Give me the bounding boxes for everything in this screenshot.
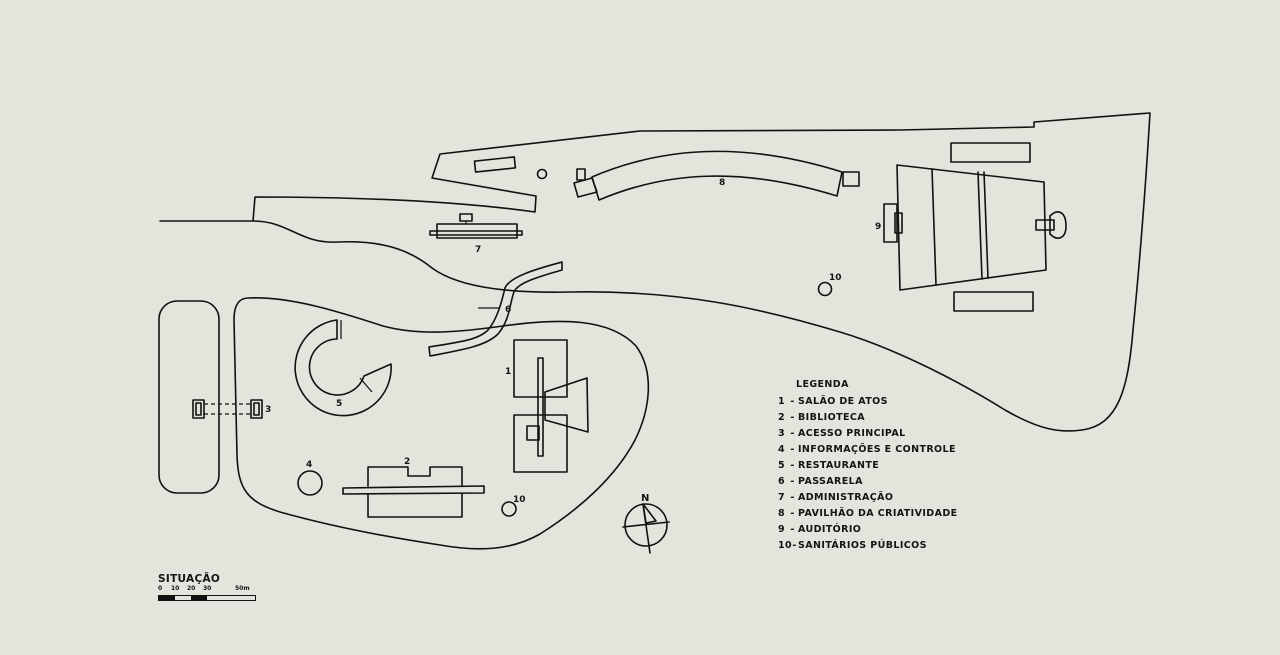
legend-label: ACESSO PRINCIPAL [798,428,906,439]
scale-tick-label: 50m [235,585,250,592]
legend-item: 5-RESTAURANTE [778,458,958,474]
legend-number: 10 [778,540,793,551]
access-island [158,300,220,494]
assembly-hall [513,339,589,473]
label-restroom-lower: 10 [513,495,526,505]
legend-number: 2 [778,412,786,423]
label-information: 4 [306,460,312,470]
footbridge [428,261,563,357]
lower-island [233,297,650,550]
library-building [342,466,485,518]
upper-plaza-block [473,156,517,173]
legend-item: 10-SANITÁRIOS PÚBLICOS [778,538,958,554]
legend-number: 3 [778,428,786,439]
legend-label: PAVILHÃO DA CRIATIVIDADE [798,508,958,519]
legend-item: 1-SALÃO DE ATOS [778,394,958,410]
restroom-upper [817,281,833,297]
legend-title: LEGENDA [796,379,849,390]
legend-label: AUDITÓRIO [798,524,862,535]
legend-separator: - [790,476,795,487]
label-assembly-hall: 1 [505,367,511,377]
label-library: 2 [404,457,410,467]
north-arrow: N [622,493,670,554]
restaurant-building [294,319,392,417]
legend-number: 1 [778,396,786,407]
legend-number: 9 [778,524,786,535]
main-access-gate [192,399,263,419]
legend: LEGENDA 1-SALÃO DE ATOS 2-BIBLIOTECA 3-A… [778,379,958,554]
legend-separator: - [792,540,797,551]
site-boundary [159,112,1151,432]
legend-separator: - [790,524,795,535]
scale-segment [191,596,207,600]
legend-separator: - [790,428,795,439]
label-administration: 7 [475,245,481,255]
scale-ticks: 0 10 20 30 50m [158,585,268,594]
north-label: N [641,493,649,504]
legend-label: RESTAURANTE [798,460,880,471]
scale-tick-label: 0 [158,585,163,592]
label-main-access: 3 [265,405,271,415]
information-kiosk [297,470,323,496]
legend-number: 8 [778,508,786,519]
legend-label: INFORMAÇÕES E CONTROLE [798,444,956,455]
situation-title: SITUAÇÃO [158,573,221,585]
legend-number: 5 [778,460,786,471]
label-creativity-pavilion: 8 [719,178,725,188]
restroom-lower [501,501,517,517]
label-footbridge: 6 [505,305,511,315]
legend-number: 6 [778,476,786,487]
auditorium-building [883,142,1067,312]
legend-separator: - [790,444,795,455]
label-auditorium: 9 [875,222,881,232]
legend-separator: - [790,508,795,519]
scale-bar-block: SITUAÇÃO 0 10 20 30 50m [158,573,268,601]
legend-label: SALÃO DE ATOS [798,396,888,407]
legend-label: PASSARELA [798,476,863,487]
legend-item: 3-ACESSO PRINCIPAL [778,426,958,442]
legend-item: 9-AUDITÓRIO [778,522,958,538]
legend-separator: - [790,396,795,407]
administration-building [429,213,523,239]
scale-segment [159,596,175,600]
label-restroom-upper: 10 [829,273,842,283]
upper-marker-circle [536,168,548,180]
legend-item: 7-ADMINISTRAÇÃO [778,490,958,506]
legend-separator: - [790,492,795,503]
legend-separator: - [790,460,795,471]
creativity-pavilion [573,150,860,201]
legend-separator: - [790,412,795,423]
legend-label: SANITÁRIOS PÚBLICOS [798,540,927,551]
label-restaurant: 5 [336,399,342,409]
scale-tick-label: 20 [187,585,196,592]
legend-number: 4 [778,444,786,455]
scale-bar [158,595,256,601]
legend-number: 7 [778,492,786,503]
legend-item: 2-BIBLIOTECA [778,410,958,426]
legend-item: 8-PAVILHÃO DA CRIATIVIDADE [778,506,958,522]
legend-label: ADMINISTRAÇÃO [798,492,894,503]
legend-label: BIBLIOTECA [798,412,865,423]
scale-tick-label: 30 [203,585,212,592]
scale-tick-label: 10 [171,585,180,592]
legend-item: 4-INFORMAÇÕES E CONTROLE [778,442,958,458]
legend-item: 6-PASSARELA [778,474,958,490]
